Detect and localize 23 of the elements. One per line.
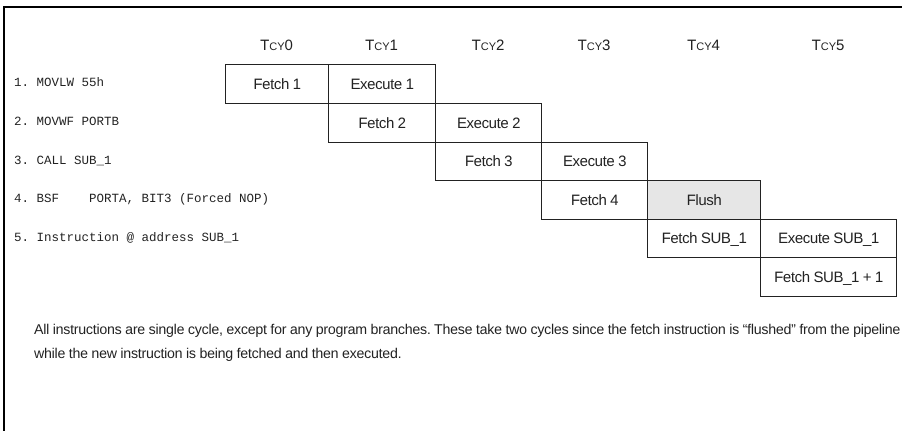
instruction-label: 4. BSF PORTA, BIT3 (Forced NOP) (14, 192, 270, 206)
cycle-header: Tcy0 (260, 37, 293, 54)
instruction-label: 2. MOVWF PORTB (14, 115, 120, 129)
flush-cell: Flush (647, 180, 761, 220)
pipeline-cell: Execute 1 (328, 64, 436, 104)
pipeline-cell: Fetch 2 (328, 103, 436, 143)
cycle-header: Tcy3 (578, 37, 610, 54)
instruction-label: 5. Instruction @ address SUB_1 (14, 231, 240, 245)
pipeline-cell: Execute SUB_1 (760, 219, 897, 258)
instruction-label: 3. CALL SUB_1 (14, 154, 112, 168)
note-text: All instructions are single cycle, except for any program branches. These take two cycles since the fetch instruction is “flushed” from the pipeline while the new instruction is being fetched and then executed. (34, 321, 900, 364)
pipeline-cell: Fetch 1 (225, 64, 329, 104)
instruction-label: 1. MOVLW 55h (14, 76, 104, 90)
cycle-header: Tcy1 (365, 37, 398, 54)
pipeline-cell: Fetch 4 (541, 180, 648, 220)
pipeline-cell: Execute 2 (435, 103, 542, 143)
pipeline-cell: Fetch 3 (435, 142, 542, 181)
pipeline-cell: Execute 3 (541, 142, 648, 181)
pipeline-cell: Fetch SUB_1 + 1 (760, 257, 897, 297)
pipeline-cell: Fetch SUB_1 (647, 219, 761, 258)
cycle-header: Tcy4 (687, 37, 720, 54)
cycle-header: Tcy5 (812, 37, 844, 54)
cycle-header: Tcy2 (472, 37, 504, 54)
